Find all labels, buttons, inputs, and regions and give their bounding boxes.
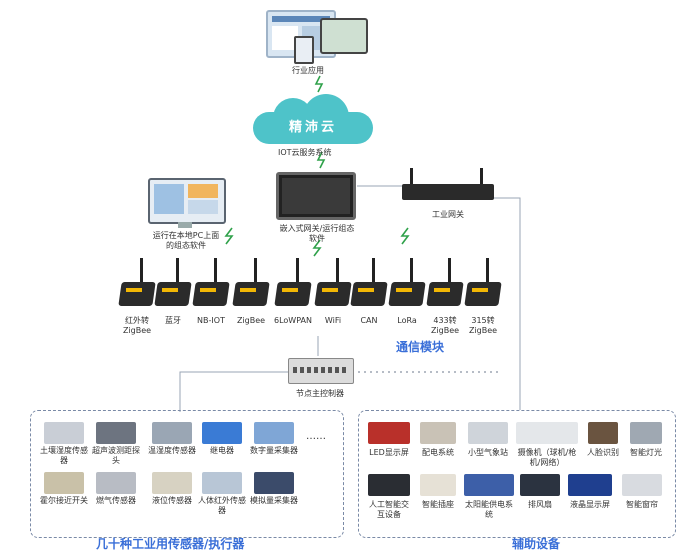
sensor-icon — [96, 472, 136, 494]
aux-device-icon — [630, 422, 662, 444]
tablet-icon — [320, 18, 368, 54]
aux-label: 摄像机（球机/枪机/网络） — [517, 448, 577, 467]
sensor-icon — [44, 472, 84, 494]
cloud-text: 精沛云 — [288, 120, 337, 135]
module-device-icon — [232, 258, 270, 310]
lightning-icon — [316, 151, 326, 169]
sensor-label: 超声波测距探头 — [92, 446, 140, 465]
sensor-label: 土壤湿度传感器 — [40, 446, 88, 465]
aux-label: 人脸识别 — [587, 448, 619, 457]
aux-device-icon — [588, 422, 618, 444]
sensor-label: 人体红外传感器 — [198, 496, 246, 515]
sensors-box — [30, 410, 344, 538]
module-label: WiFi — [324, 316, 342, 325]
sensor-icon — [152, 422, 192, 444]
lightning-icon — [314, 75, 324, 93]
module-device-icon — [350, 258, 388, 310]
phone-icon — [294, 36, 314, 64]
sensor-icon — [254, 422, 294, 444]
sensor-label: 模拟量采集器 — [250, 496, 298, 505]
module-device-icon — [464, 258, 502, 310]
module-label: ZigBee — [236, 316, 266, 325]
module-device-icon — [154, 258, 192, 310]
module-device-icon — [314, 258, 352, 310]
aux-device-icon — [420, 474, 456, 496]
lightning-icon — [224, 227, 234, 245]
module-device-icon — [192, 258, 230, 310]
sensor-icon — [152, 472, 192, 494]
sensor-label: 温湿度传感器 — [148, 446, 196, 455]
cloud-caption: IOT云服务系统 — [278, 148, 332, 157]
aux-label: 太阳能供电系统 — [465, 500, 513, 519]
sensors-ellipsis: …… — [306, 431, 326, 442]
module-label: NB-IOT — [197, 316, 225, 325]
module-device-icon — [274, 258, 312, 310]
module-device-icon — [388, 258, 426, 310]
sensor-label: 数字量采集器 — [250, 446, 298, 455]
pc-icon — [148, 178, 226, 228]
module-label: 433转ZigBee — [430, 316, 460, 335]
aux-device-icon — [568, 474, 612, 496]
aux-label: 配电系统 — [422, 448, 454, 457]
module-label: 6LoWPAN — [274, 316, 312, 325]
module-label: 红外转ZigBee — [122, 316, 152, 335]
industry-app-label: 行业应用 — [292, 66, 324, 75]
aux-label: 排风扇 — [528, 500, 552, 509]
aux-device-icon — [420, 422, 456, 444]
sensor-label: 霍尔接近开关 — [40, 496, 88, 505]
sensor-icon — [254, 472, 294, 494]
aux-label: LED显示屏 — [369, 448, 409, 457]
aux-label: 智能窗帘 — [626, 500, 658, 509]
aux-label: 液晶显示屏 — [570, 500, 610, 509]
aux-device-icon — [368, 422, 410, 444]
cloud-icon: 精沛云 — [253, 94, 373, 144]
controller-icon — [288, 358, 354, 384]
industrial-gateway-label: 工业网关 — [432, 210, 464, 219]
controller-label: 节点主控制器 — [296, 389, 344, 398]
module-device-icon — [426, 258, 464, 310]
module-label: LoRa — [397, 316, 417, 325]
aux-title: 辅助设备 — [512, 537, 561, 551]
aux-device-icon — [464, 474, 514, 496]
aux-label: 小型气象站 — [468, 448, 508, 457]
module-device-icon — [118, 258, 156, 310]
aux-label: 智能插座 — [422, 500, 454, 509]
sensor-icon — [44, 422, 84, 444]
lightning-icon — [400, 227, 410, 245]
line-controller-sensors — [179, 371, 290, 412]
aux-device-icon — [468, 422, 508, 444]
embedded-gateway-label: 嵌入式网关/运行组态软件 — [279, 224, 355, 243]
module-label: CAN — [360, 316, 378, 325]
embedded-gateway-icon — [276, 172, 356, 220]
aux-label: 人工智能交互设备 — [369, 500, 409, 519]
sensors-title: 几十种工业用传感器/执行器 — [96, 537, 245, 551]
sensor-icon — [202, 472, 242, 494]
sensor-icon — [96, 422, 136, 444]
aux-box — [358, 410, 676, 538]
aux-device-icon — [622, 474, 662, 496]
module-label: 蓝牙 — [165, 316, 181, 325]
industry-app-devices — [258, 10, 370, 64]
industrial-gateway-icon — [402, 168, 494, 202]
sensor-icon — [202, 422, 242, 444]
sensor-label: 继电器 — [210, 446, 234, 455]
lightning-icon — [312, 239, 322, 257]
aux-label: 智能灯光 — [630, 448, 662, 457]
module-label: 315转ZigBee — [468, 316, 498, 335]
aux-device-icon — [520, 474, 560, 496]
pc-label: 运行在本地PC上面的组态软件 — [152, 231, 220, 250]
aux-device-icon — [368, 474, 410, 496]
aux-device-icon — [516, 422, 578, 444]
sensor-label: 燃气传感器 — [96, 496, 136, 505]
sensor-label: 液位传感器 — [152, 496, 192, 505]
modules-title: 通信模块 — [396, 340, 445, 354]
